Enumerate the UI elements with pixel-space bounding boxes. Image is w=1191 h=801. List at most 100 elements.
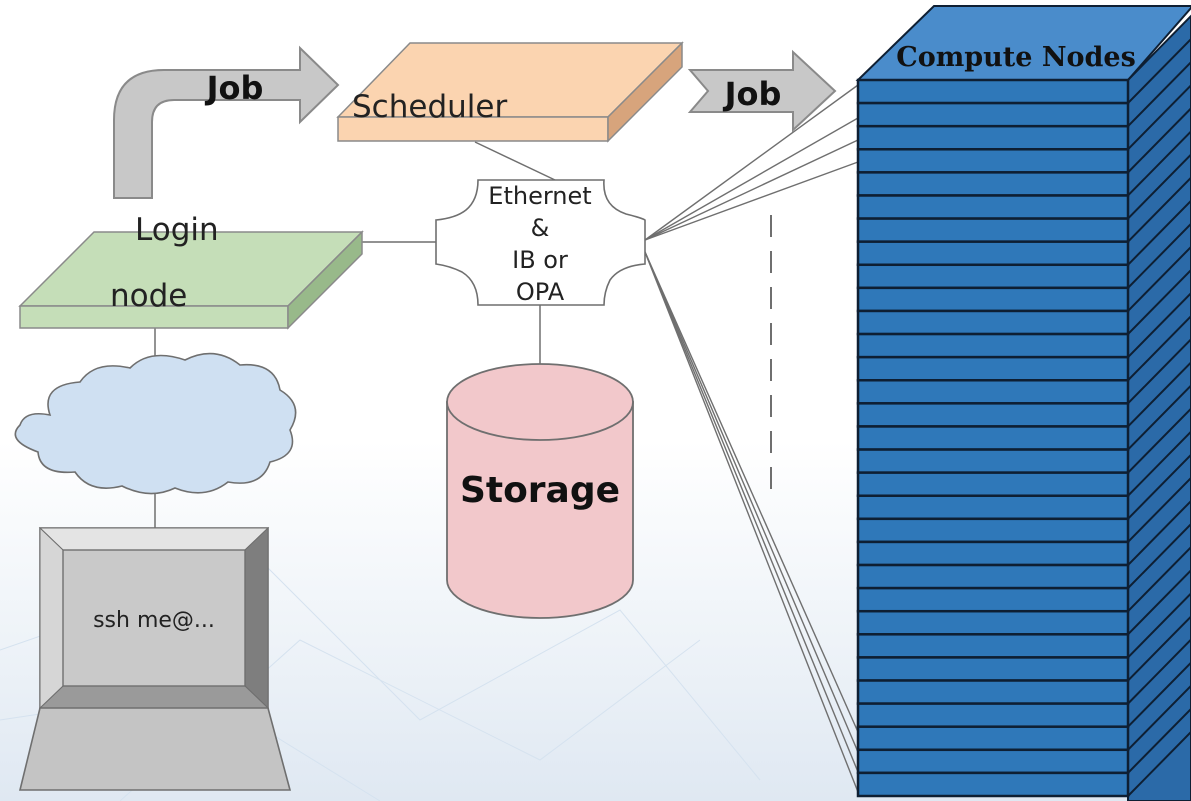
job-label-2: Job <box>723 75 782 113</box>
compute-node <box>856 263 1130 290</box>
compute-node-side-edge <box>1127 315 1191 381</box>
compute-node-side-edge <box>1127 38 1191 104</box>
laptop-bezel-right <box>244 526 269 710</box>
compute-node-side-edge <box>1127 431 1191 497</box>
compute-node-side-edge <box>1127 338 1191 405</box>
switch-to-compute-lines <box>644 84 859 793</box>
compute-node-side-edge <box>1127 361 1191 428</box>
compute-node <box>856 148 1130 174</box>
job-arrow-login-to-scheduler: Job <box>113 45 340 199</box>
compute-node <box>856 101 1130 128</box>
compute-node-side-edge <box>1127 546 1191 612</box>
scheduler-node: Scheduler <box>336 41 684 143</box>
compute-right-side <box>1127 14 1191 801</box>
compute-node-side-edge <box>1127 200 1191 266</box>
laptop-screen-text: ssh me@... <box>93 608 215 633</box>
switch-text-4: OPA <box>516 278 565 306</box>
compute-node <box>856 540 1130 567</box>
laptop-screen <box>62 549 246 687</box>
compute-node-side-edge <box>1127 569 1191 636</box>
storage-top <box>446 363 634 441</box>
chevron-arrow-shape <box>687 49 837 133</box>
compute-node <box>856 78 1130 105</box>
compute-node-slices <box>856 78 1130 798</box>
compute-node <box>856 586 1130 613</box>
compute-node-side-lines <box>1127 38 1191 797</box>
compute-node <box>856 309 1130 336</box>
compute-node <box>856 633 1130 659</box>
laptop-bezel-left <box>39 526 64 710</box>
compute-node <box>856 609 1130 636</box>
cloud-shape <box>14 352 297 495</box>
compute-node <box>856 171 1130 197</box>
compute-node <box>856 748 1130 775</box>
laptop-bezel-top <box>38 527 270 551</box>
compute-node <box>856 124 1130 151</box>
job-arrow-scheduler-to-compute: Job <box>687 49 837 133</box>
compute-node <box>856 240 1130 267</box>
laptop: ssh me@... <box>18 526 292 791</box>
compute-node <box>856 286 1130 313</box>
compute-node-side-edge <box>1127 500 1191 566</box>
switch-text-2: & <box>531 214 550 242</box>
scheduler-side <box>607 41 683 143</box>
compute-node-side-edge <box>1127 223 1191 289</box>
login-label-line2: node <box>110 278 187 314</box>
laptop-keyboard <box>18 707 292 791</box>
compute-node-side-edge <box>1127 615 1191 682</box>
compute-node <box>856 332 1130 359</box>
compute-node-side-edge <box>1127 454 1191 520</box>
login-node: Login node <box>18 212 364 330</box>
compute-node-side-edge <box>1127 685 1191 751</box>
compute-node <box>856 771 1130 798</box>
compute-node <box>856 448 1130 474</box>
compute-node-side-edge <box>1127 384 1191 451</box>
scheduler-to-switch-line <box>474 141 556 181</box>
compute-node-side-edge <box>1127 61 1191 127</box>
switch-shape <box>435 179 646 306</box>
scheduler-label: Scheduler <box>352 89 507 125</box>
login-label-line1: Login <box>135 212 219 248</box>
job-label-1: Job <box>205 69 264 107</box>
compute-node-side-edge <box>1127 477 1191 543</box>
compute-node-side-edge <box>1127 153 1191 220</box>
compute-node-side-edge <box>1127 592 1191 659</box>
compute-node-side-edge <box>1127 292 1191 358</box>
compute-node <box>856 194 1130 220</box>
switch-text-1: Ethernet <box>488 182 591 210</box>
compute-node <box>856 471 1130 497</box>
compute-node <box>856 725 1130 752</box>
compute-node <box>856 494 1130 521</box>
compute-node <box>856 217 1130 243</box>
compute-node-side-edge <box>1127 246 1191 312</box>
compute-node <box>856 563 1130 590</box>
compute-node-side-edge <box>1127 107 1191 174</box>
compute-node-side-edge <box>1127 269 1191 335</box>
network-switch: Ethernet & IB or OPA <box>435 179 646 306</box>
storage-label: Storage <box>460 470 620 511</box>
compute-node-side-edge <box>1127 84 1191 150</box>
compute-node <box>856 517 1130 544</box>
compute-node-side-edge <box>1127 662 1191 728</box>
compute-node <box>856 702 1130 728</box>
compute-nodes: Compute Nodes <box>855 5 1191 801</box>
storage-body <box>446 401 634 619</box>
switch-text-3: IB or <box>512 246 568 274</box>
compute-node <box>856 679 1130 705</box>
compute-node-side-edge <box>1127 176 1191 243</box>
compute-node <box>856 425 1130 451</box>
compute-node <box>856 656 1130 682</box>
compute-node <box>856 379 1130 405</box>
storage: Storage <box>446 363 634 619</box>
compute-node <box>856 355 1130 382</box>
compute-node-side-edge <box>1127 731 1191 797</box>
laptop-bezel-bottom <box>38 685 270 709</box>
compute-node-side-edge <box>1127 708 1191 774</box>
login-side <box>287 230 363 330</box>
compute-node-side-edge <box>1127 523 1191 589</box>
compute-node <box>856 402 1130 428</box>
internet-cloud <box>14 352 297 495</box>
compute-node-side-edge <box>1127 130 1191 197</box>
compute-node-side-edge <box>1127 407 1191 474</box>
